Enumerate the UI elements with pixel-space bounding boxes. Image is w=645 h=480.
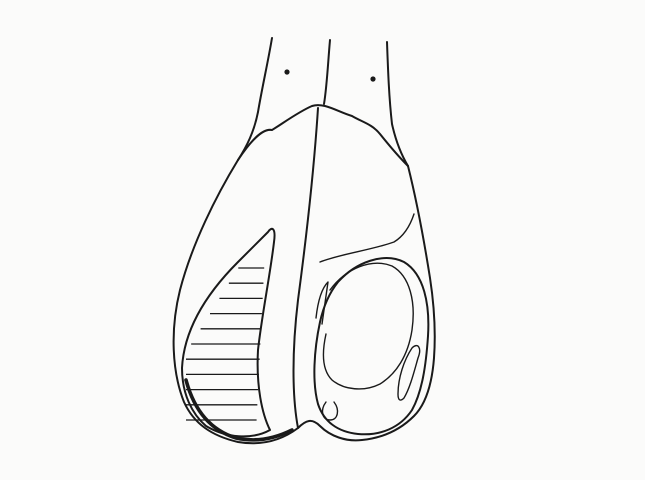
right-organ-notch xyxy=(323,402,338,420)
right-organ-small-loop xyxy=(398,346,420,400)
shaft-right-dot xyxy=(370,76,375,81)
left-lobe-hatching xyxy=(186,268,264,420)
shaft-left-dot xyxy=(284,69,289,74)
shaft-center-line xyxy=(324,40,330,104)
shaft-left-outline xyxy=(238,38,272,160)
outer-bulb-outline xyxy=(174,160,435,443)
upper-right-connector xyxy=(320,214,414,262)
right-organ-inner-fold xyxy=(324,263,414,389)
right-organ-outline xyxy=(314,258,428,434)
upper-jagged-boundary xyxy=(238,105,408,166)
